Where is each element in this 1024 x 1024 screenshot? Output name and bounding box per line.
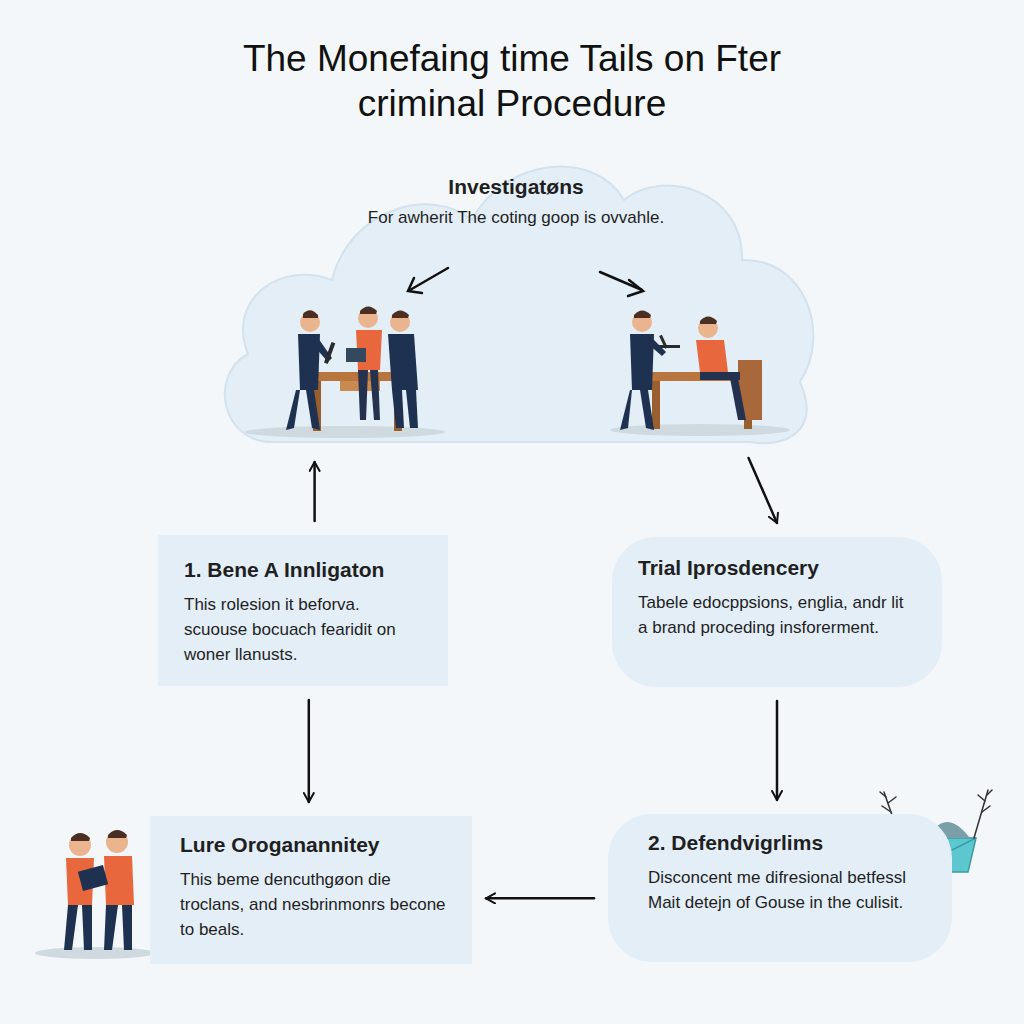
flow-arrow	[486, 897, 594, 900]
cloud-arrows	[408, 268, 643, 296]
node-body: Tabele edocppsions, englia, andr lit a b…	[638, 591, 916, 640]
flow-arrow	[749, 458, 777, 523]
process-box: 1. Bene A InnligatonThis rolesion it bef…	[158, 535, 448, 686]
people-figure	[35, 830, 155, 959]
node-heading: Investigatøns	[360, 174, 672, 200]
node-heading: 2. Defendvigrlims	[648, 830, 930, 856]
desk-scene-left	[245, 307, 445, 439]
investigation-cloud: InvestigatønsFor awherit The coting goop…	[210, 150, 822, 452]
flow-arrow	[308, 700, 311, 802]
node-body: This rolesion it beforva. scuouse bocuac…	[184, 593, 426, 667]
process-box: Trial IprosdenceryTabele edocppsions, en…	[612, 537, 942, 687]
node-body: For awherit The coting goop is ovvahle.	[360, 206, 672, 231]
flow-arrow	[776, 701, 779, 800]
node-body: Disconcent me difresional betfessl Mait …	[648, 866, 930, 915]
process-box: 2. DefendvigrlimsDisconcent me difresion…	[608, 814, 952, 962]
desk-scene-right	[610, 311, 790, 437]
node-heading: Trial Iprosdencery	[638, 555, 916, 581]
node-heading: Lure Oroganannitey	[180, 832, 450, 858]
flow-arrow	[313, 462, 316, 521]
diagram-title: The Monefaing time Tails on Fter crimina…	[222, 36, 802, 126]
node-body: This beme dencuthgøon die troclans, and …	[180, 868, 450, 942]
process-box: Lure OrogananniteyThis beme dencuthgøon …	[150, 816, 472, 964]
node-heading: 1. Bene A Innligaton	[184, 557, 426, 583]
